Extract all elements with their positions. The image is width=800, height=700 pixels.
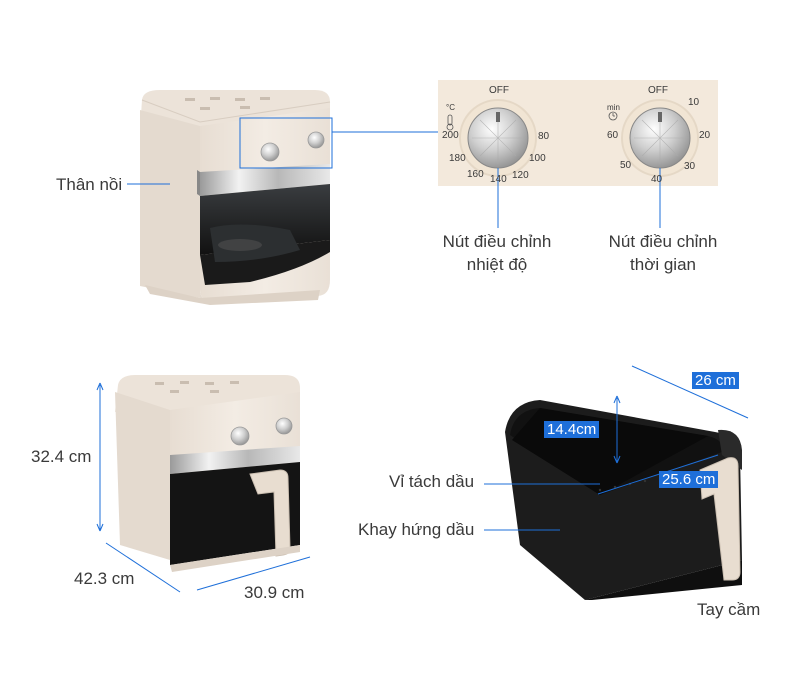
time-mark-50: 50 <box>620 160 632 171</box>
clock-icon <box>608 111 618 121</box>
air-fryer-dimension-view: Bear <box>115 375 300 572</box>
label-temp-knob-line2: nhiệt độ <box>466 255 528 274</box>
label-time-knob: Nút điều chỉnh thời gian <box>596 230 730 276</box>
label-rack: Vỉ tách dầu <box>389 472 475 491</box>
time-unit-label: min <box>607 103 620 112</box>
temp-mark-100: 100 <box>529 153 546 164</box>
label-time-knob-line1: Nút điều chỉnh <box>608 232 718 251</box>
temp-mark-140: 140 <box>490 174 507 185</box>
temp-mark-180: 180 <box>449 153 466 164</box>
temp-mark-120: 120 <box>512 170 529 181</box>
temp-off-label: OFF <box>489 85 509 96</box>
thermometer-icon <box>446 114 454 131</box>
dim-width: 30.9 cm <box>244 583 305 602</box>
label-tray: Khay hứng dầu <box>358 520 475 539</box>
label-handle: Tay cầm <box>697 600 761 619</box>
time-mark-20: 20 <box>699 130 711 141</box>
label-body: Thân nồi <box>56 175 123 194</box>
dim-basket-depth: 14.4cm <box>544 421 600 438</box>
time-mark-60: 60 <box>607 130 619 141</box>
basket <box>505 400 742 600</box>
time-mark-40: 40 <box>651 174 663 185</box>
air-fryer-front-view: Bear <box>140 90 333 305</box>
label-temp-knob-line1: Nút điều chỉnh <box>442 232 552 251</box>
temp-mark-80: 80 <box>538 131 550 142</box>
label-time-knob-line2: thời gian <box>630 255 696 274</box>
dim-height: 32.4 cm <box>31 447 92 466</box>
dimension-lines-main <box>96 382 311 593</box>
temp-mark-160: 160 <box>467 169 484 180</box>
time-mark-30: 30 <box>684 161 696 172</box>
dim-basket-width: 25.6 cm <box>659 471 719 488</box>
time-off-label: OFF <box>648 85 668 96</box>
label-temp-knob: Nút điều chỉnh nhiệt độ <box>430 230 564 276</box>
dimension-lines-basket <box>484 365 749 531</box>
temp-unit-label: °C <box>446 103 455 112</box>
dim-basket-length: 26 cm <box>692 372 739 389</box>
dim-depth: 42.3 cm <box>74 569 135 588</box>
time-mark-10: 10 <box>688 97 700 108</box>
temp-mark-200: 200 <box>442 130 459 141</box>
